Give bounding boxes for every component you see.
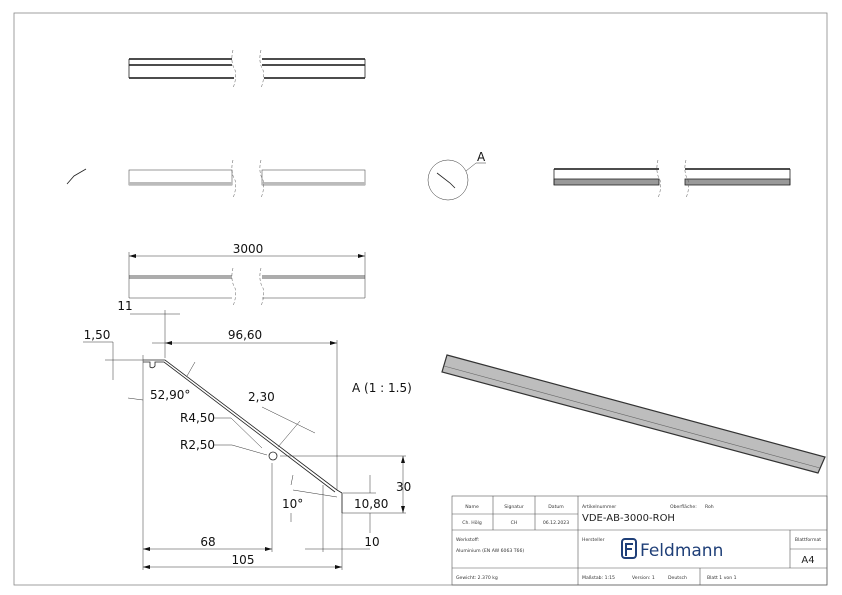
logo-text: Feldmann	[640, 541, 723, 561]
length-view: 3000	[128, 242, 366, 307]
dim-height: 30	[396, 480, 411, 494]
scale: Maßstab: 1:15	[582, 575, 615, 581]
dim-toe-height: 10,80	[354, 497, 388, 511]
article-label: Artikelnummer	[582, 504, 616, 510]
title-block: Name Signatur Datum Ch. Hölg CH 06.12.20…	[451, 495, 828, 586]
dim-wall: 2,30	[248, 390, 275, 404]
format-label: Blattformat	[795, 537, 821, 543]
front-view	[128, 159, 366, 199]
profile-mark	[66, 168, 87, 185]
signature: CH	[511, 520, 518, 526]
signature-label: Signatur	[504, 504, 524, 510]
side-view	[553, 159, 791, 199]
dim-span: 96,60	[228, 328, 262, 342]
name-label: Name	[465, 504, 479, 510]
detail-callout: A	[427, 150, 486, 201]
version: Version: 1	[632, 575, 655, 581]
top-view	[128, 49, 366, 89]
language: Deutsch	[668, 575, 687, 581]
material-label: Werkstoff:	[456, 537, 480, 543]
format-value: A4	[801, 555, 814, 566]
date-label: Datum	[548, 504, 564, 510]
detail-scale-label: A (1 : 1.5)	[352, 381, 412, 395]
dim-toe-angle: 10°	[282, 497, 303, 511]
dim-thickness: 1,50	[84, 328, 111, 342]
drafter-name: Ch. Hölg	[462, 520, 482, 526]
dim-angle: 52,90°	[150, 388, 190, 402]
surface-value: Roh	[705, 504, 714, 510]
drawing-frame	[13, 12, 828, 586]
profile-section: 11 1,50 96,60 52,90° 2,30 R4,50 R2,50 30…	[83, 299, 412, 570]
weight: Gewicht: 2.370 kg	[456, 575, 498, 581]
material: Aluminium (EN AW 6063 T66)	[456, 548, 524, 554]
dim-radius-inner: R2,50	[180, 438, 215, 452]
isometric-view	[441, 354, 826, 474]
manufacturer-label: Hersteller	[582, 537, 605, 543]
date: 06.12.2023	[543, 520, 569, 526]
dim-length: 3000	[233, 242, 264, 256]
dim-toe-width: 10	[364, 535, 379, 549]
dim-radius-outer: R4,50	[180, 411, 215, 425]
sheet-number: Blatt 1 von 1	[707, 575, 737, 581]
dim-width-total: 105	[232, 553, 255, 567]
surface-label: Oberfläche:	[670, 504, 697, 510]
article-number: VDE-AB-3000-ROH	[582, 513, 675, 524]
dim-width-top: 11	[117, 299, 132, 313]
feldmann-logo: Feldmann	[621, 538, 723, 561]
dim-width-inner: 68	[200, 535, 215, 549]
detail-label: A	[477, 150, 486, 164]
